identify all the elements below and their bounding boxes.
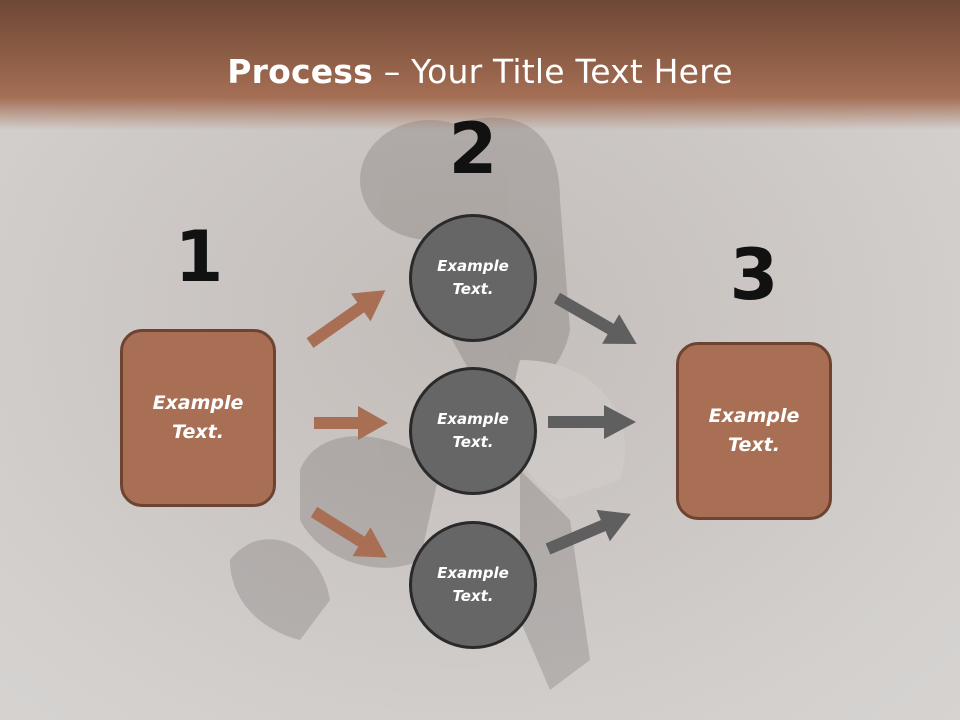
- step-number-1: 1: [174, 216, 224, 298]
- arrow-left-to-circle-3: [310, 506, 387, 558]
- step-2-circle-middle[interactable]: Example Text.: [409, 367, 537, 495]
- arrow-left-to-circle-1: [306, 290, 386, 348]
- title-bold: Process: [227, 52, 373, 91]
- arrow-left-to-circle-2: [314, 406, 388, 440]
- step-number-2: 2: [448, 108, 498, 190]
- circle-top-label: Example Text.: [437, 257, 509, 298]
- title-band: [0, 0, 960, 130]
- step-number-3: 3: [729, 234, 779, 316]
- arrow-circle-1-to-right: [554, 292, 637, 344]
- circle-middle-label: Example Text.: [437, 410, 509, 451]
- arrow-circle-3-to-right: [545, 509, 631, 555]
- slide-title: Process – Your Title Text Here: [0, 52, 960, 91]
- arrow-circle-2-to-right: [548, 405, 636, 439]
- step-1-box[interactable]: Example Text.: [120, 329, 276, 507]
- left-arrows: [306, 290, 388, 558]
- step-3-label: Example Text.: [708, 405, 800, 456]
- title-rest: Your Title Text Here: [411, 52, 733, 91]
- circle-bottom-label: Example Text.: [437, 564, 509, 605]
- step-1-label: Example Text.: [152, 392, 244, 443]
- title-separator: –: [373, 52, 412, 91]
- step-2-circle-top[interactable]: Example Text.: [409, 214, 537, 342]
- step-2-circle-bottom[interactable]: Example Text.: [409, 521, 537, 649]
- right-arrows: [545, 292, 637, 555]
- step-3-box[interactable]: Example Text.: [676, 342, 832, 520]
